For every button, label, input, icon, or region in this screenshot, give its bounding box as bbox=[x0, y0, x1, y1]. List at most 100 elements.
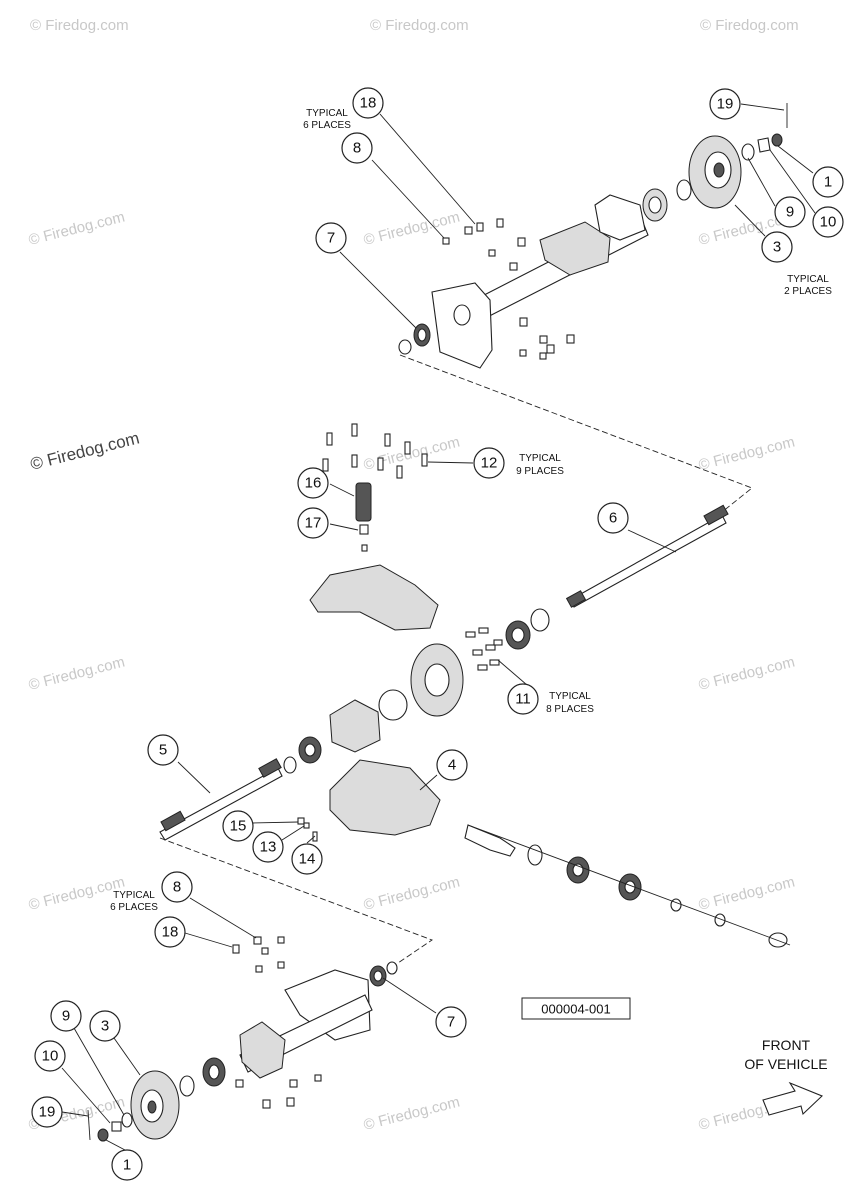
callout-13[interactable]: 13 bbox=[252, 831, 284, 863]
mounting-plate-bottom bbox=[284, 969, 371, 1041]
leader bbox=[189, 897, 257, 939]
nut bbox=[464, 226, 473, 235]
callout-11[interactable]: 11 bbox=[507, 683, 539, 715]
nut-10-bottom bbox=[111, 1121, 122, 1132]
callout-7-bottom[interactable]: 7 bbox=[435, 1006, 467, 1038]
nut bbox=[539, 352, 547, 360]
seal-bore bbox=[417, 328, 427, 342]
svg-text:13: 13 bbox=[260, 839, 277, 856]
watermark-text: © Firedog.com bbox=[697, 874, 797, 914]
callout-5[interactable]: 5 bbox=[147, 734, 179, 766]
leader bbox=[419, 774, 438, 791]
dash-line-bottom bbox=[159, 837, 433, 964]
axle-shaft-6 bbox=[569, 514, 727, 608]
bearing-housing-bottom bbox=[239, 1021, 286, 1079]
svg-text:11: 11 bbox=[515, 691, 531, 708]
cotter-pin-19-bottom bbox=[87, 1109, 91, 1141]
callout-19-bottom[interactable]: 19 bbox=[31, 1096, 63, 1128]
top-axle-assembly bbox=[398, 103, 788, 369]
leader bbox=[627, 529, 677, 553]
bolt bbox=[322, 458, 329, 472]
svg-text:8: 8 bbox=[353, 140, 361, 157]
callout-10-bottom[interactable]: 10 bbox=[34, 1040, 66, 1072]
nut bbox=[509, 262, 518, 271]
svg-text:17: 17 bbox=[305, 515, 322, 532]
leader bbox=[427, 461, 474, 464]
note-places: 6 PLACES bbox=[110, 902, 158, 913]
callout-18-top[interactable]: 18 bbox=[352, 87, 384, 119]
nut bbox=[539, 335, 548, 344]
watermark-text: © Firedog.com bbox=[362, 434, 462, 474]
callout-15[interactable]: 15 bbox=[222, 810, 254, 842]
leader bbox=[252, 821, 299, 824]
figure-id-text: 000004-001 bbox=[541, 1002, 610, 1017]
watermark-text: © Firedog.com bbox=[370, 17, 469, 34]
bolt bbox=[566, 334, 575, 344]
svg-text:1: 1 bbox=[824, 174, 832, 191]
callout-8-top[interactable]: 8 bbox=[341, 132, 373, 164]
note-places: 8 PLACES bbox=[546, 704, 594, 715]
pin bbox=[361, 544, 368, 552]
leader bbox=[105, 1139, 126, 1151]
callout-1-top[interactable]: 1 bbox=[812, 166, 844, 198]
callout-7-top[interactable]: 7 bbox=[315, 222, 347, 254]
callout-18-bottom[interactable]: 18 bbox=[154, 916, 186, 948]
callout-10-top[interactable]: 10 bbox=[812, 206, 844, 238]
front-label: FRONT bbox=[762, 1037, 811, 1053]
diff-carrier bbox=[329, 699, 381, 753]
nut-1-top bbox=[771, 133, 783, 147]
svg-text:3: 3 bbox=[101, 1018, 109, 1035]
shim-left bbox=[283, 756, 297, 774]
case-lower-4 bbox=[329, 759, 441, 836]
assembly-dash-lines bbox=[159, 354, 753, 964]
nut bbox=[255, 965, 263, 973]
svg-text:6: 6 bbox=[609, 510, 617, 527]
bottom-axle-assembly bbox=[87, 936, 398, 1142]
callout-1-bottom[interactable]: 1 bbox=[111, 1149, 143, 1181]
callout-19-top[interactable]: 19 bbox=[709, 88, 741, 120]
callout-3-top[interactable]: 3 bbox=[761, 231, 793, 263]
leader bbox=[113, 1037, 141, 1076]
plunger-17 bbox=[359, 524, 369, 535]
callout-16[interactable]: 16 bbox=[297, 467, 329, 499]
note-typical: TYPICAL bbox=[787, 274, 829, 285]
nut bbox=[488, 249, 496, 257]
bolt bbox=[476, 222, 484, 232]
callout-3-bottom[interactable]: 3 bbox=[89, 1010, 121, 1042]
fasteners-bottom bbox=[232, 936, 322, 1109]
bearing-housing-top bbox=[594, 194, 646, 241]
note-places: 6 PLACES bbox=[303, 120, 351, 131]
watermark-text: © Firedog.com bbox=[362, 1094, 462, 1134]
case-cover-upper bbox=[309, 564, 439, 631]
bolt bbox=[326, 432, 333, 446]
callout-6[interactable]: 6 bbox=[597, 502, 629, 534]
input-shaft bbox=[464, 824, 516, 857]
bolt bbox=[351, 423, 358, 437]
svg-text:18: 18 bbox=[360, 95, 377, 112]
callout-9-bottom[interactable]: 9 bbox=[50, 1000, 82, 1032]
svg-text:1: 1 bbox=[123, 1157, 131, 1174]
plate-hole bbox=[453, 304, 471, 326]
bolt bbox=[477, 664, 488, 671]
leader bbox=[740, 103, 785, 111]
svg-text:12: 12 bbox=[481, 455, 498, 472]
callout-8-bottom[interactable]: 8 bbox=[161, 871, 193, 903]
bolt bbox=[262, 1099, 271, 1109]
diff-carrier-side bbox=[378, 689, 408, 721]
center-differential-assembly bbox=[159, 423, 791, 948]
callout-14[interactable]: 14 bbox=[291, 843, 323, 875]
callout-12[interactable]: 12 bbox=[473, 447, 505, 479]
nut-10-top bbox=[757, 137, 771, 153]
note-places: 9 PLACES bbox=[516, 466, 564, 477]
callout-9-top[interactable]: 9 bbox=[774, 196, 806, 228]
callout-17[interactable]: 17 bbox=[297, 507, 329, 539]
leader bbox=[747, 157, 776, 207]
bolt bbox=[546, 344, 555, 354]
spline bbox=[258, 758, 282, 778]
svg-text:7: 7 bbox=[447, 1014, 455, 1031]
note-typical: TYPICAL bbox=[519, 453, 561, 464]
front-of-vehicle-indicator: FRONT OF VEHICLE bbox=[744, 1037, 828, 1116]
watermark-text: © Firedog.com bbox=[697, 654, 797, 694]
callout-4[interactable]: 4 bbox=[436, 749, 468, 781]
